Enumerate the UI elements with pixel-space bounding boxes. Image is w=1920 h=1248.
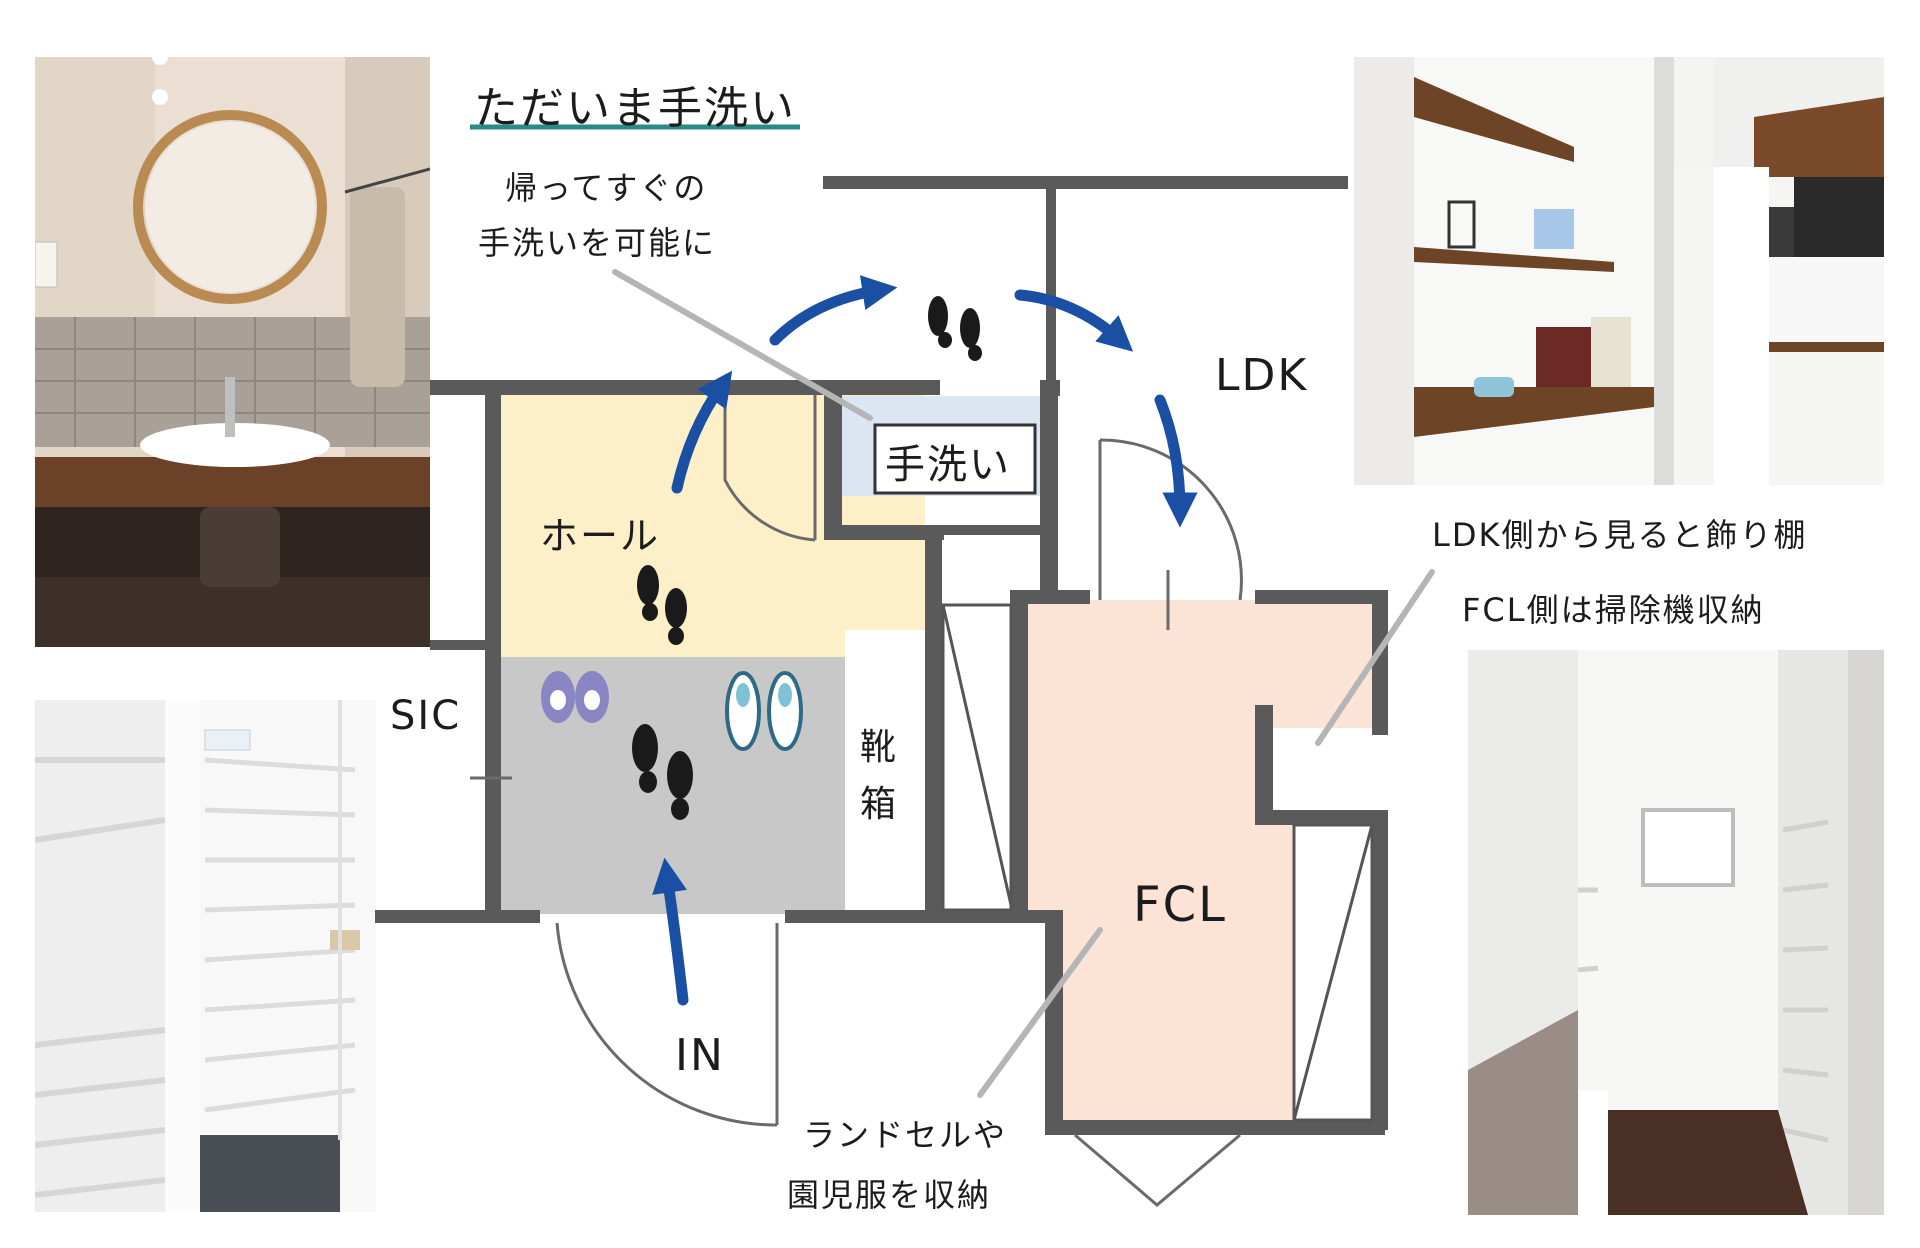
fcl-closet-photo (1468, 650, 1884, 1215)
entry-label: IN (675, 1030, 725, 1081)
ldk-label: LDK (1215, 350, 1309, 401)
shoes-purple-icon (541, 671, 609, 723)
sic-label: SIC (390, 693, 462, 739)
hall-label: ホール (540, 514, 661, 558)
storage-note-line2: 園児服を収納 (787, 1176, 992, 1214)
fcl-label: FCL (1133, 877, 1227, 933)
living-shelf-photo (1354, 57, 1884, 485)
washbasin-photo (35, 57, 430, 647)
storage-note-line1: ランドセルや (803, 1116, 1008, 1154)
shelf-note-line1: LDK側から見ると飾り棚 (1432, 516, 1808, 554)
handwash-label: 手洗い (885, 442, 1011, 488)
shelf-note-line2: FCL側は掃除機収納 (1462, 591, 1765, 629)
page-title: ただいま手洗い (474, 83, 796, 134)
shoe-closet-photo (35, 700, 376, 1212)
footprint-icon (632, 296, 982, 820)
handwash-note-line2: 手洗いを可能に (478, 224, 717, 262)
walls (375, 176, 1388, 1135)
shoe-box-label-2: 箱 (860, 784, 899, 825)
flow-arrows (652, 275, 1198, 1006)
handwash-note-line1: 帰ってすぐの (505, 169, 708, 207)
shoe-box-area (845, 630, 925, 914)
fcl-area (1027, 600, 1372, 1122)
shoes-blue-icon (725, 671, 803, 751)
shoe-box-label-1: 靴 (860, 727, 899, 768)
